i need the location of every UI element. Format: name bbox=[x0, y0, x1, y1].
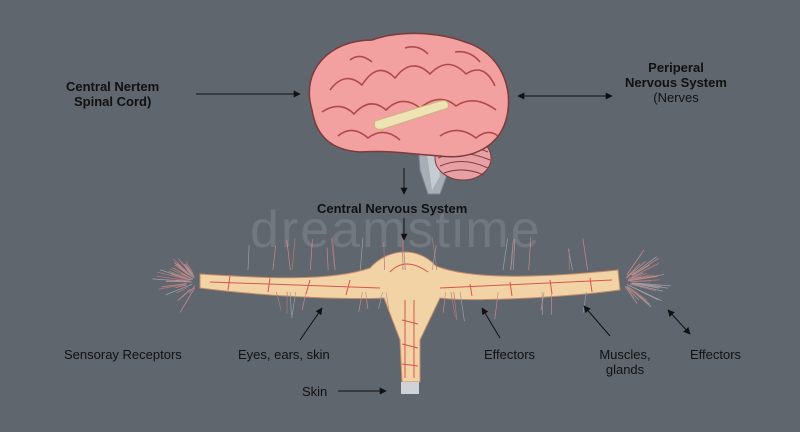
label-line: Nervous System bbox=[620, 75, 732, 90]
label-line: Muscles, bbox=[592, 347, 658, 362]
arrow-effectors-1 bbox=[482, 308, 500, 338]
cerebrum bbox=[309, 33, 508, 156]
nerve-network bbox=[200, 252, 620, 394]
label-muscles-glands: Muscles, glands bbox=[592, 347, 658, 377]
label-peripheral-nervous-system: Periperal Nervous System (Nerves bbox=[620, 60, 732, 105]
label-effectors-1: Effectors bbox=[484, 347, 535, 362]
label-line: (Nerves bbox=[620, 90, 732, 105]
label-line: Periperal bbox=[620, 60, 732, 75]
nerve-ending-fiber bbox=[583, 238, 588, 270]
arrow-eyes-ears-skin bbox=[300, 308, 322, 340]
label-line: glands bbox=[592, 362, 658, 377]
nerve-ending-fiber bbox=[248, 245, 249, 270]
label-central-nervous-left: Central Nertem Spinal Cord) bbox=[66, 79, 159, 109]
label-line: Spinal Cord) bbox=[66, 94, 159, 109]
arrow-effectors-2 bbox=[668, 310, 690, 334]
label-skin: Skin bbox=[302, 384, 327, 399]
label-sensory-receptors: Sensoray Receptors bbox=[64, 347, 182, 362]
label-line: Central Nertem bbox=[66, 79, 159, 94]
label-effectors-2: Effectors bbox=[690, 347, 741, 362]
label-central-nervous-system: Central Nervous System bbox=[317, 201, 467, 216]
label-eyes-ears-skin: Eyes, ears, skin bbox=[238, 347, 330, 362]
nerve-ending-fiber bbox=[627, 250, 644, 275]
nerve-ending-fiber bbox=[178, 289, 191, 301]
arrow-muscles-glands bbox=[584, 306, 610, 336]
nerve-ending-fiber bbox=[583, 292, 586, 313]
